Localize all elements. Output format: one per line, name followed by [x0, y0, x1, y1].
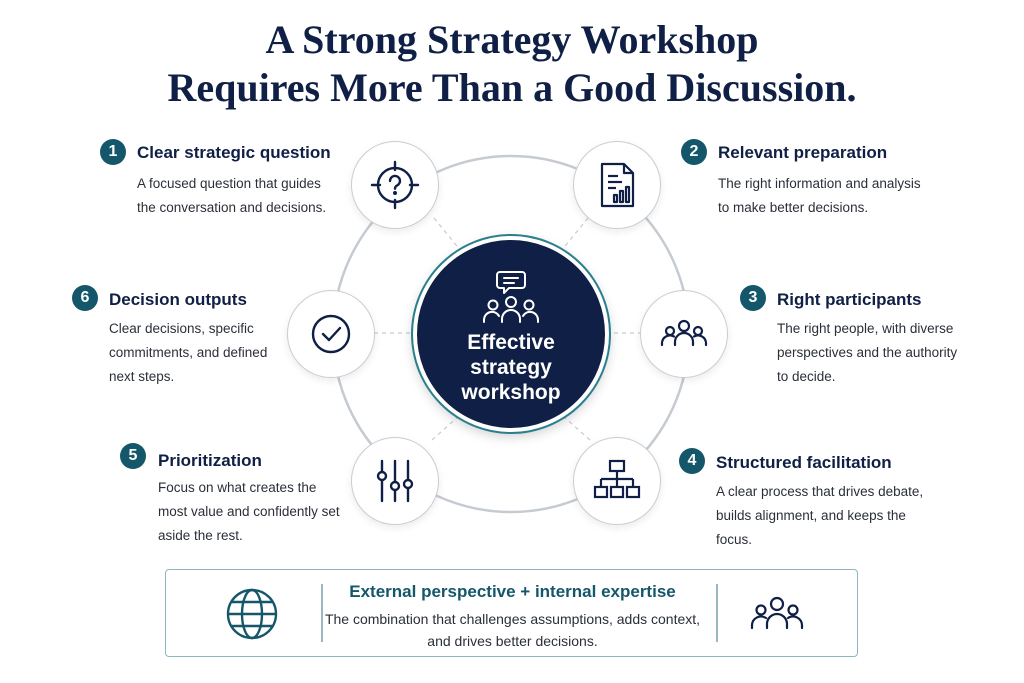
item-number-badge: 3 [740, 285, 766, 311]
check-circle-icon [311, 314, 351, 354]
item-description: A focused question that guides the conve… [137, 176, 327, 215]
target-question-icon [370, 160, 420, 210]
center-node: Effective strategy workshop [413, 236, 609, 432]
item-description: Focus on what creates the most value and… [158, 480, 340, 543]
node-right-participants [640, 290, 728, 378]
people-group-icon [660, 319, 708, 347]
item-number-badge: 5 [120, 443, 146, 469]
people-group-icon [750, 596, 804, 630]
page-title-line-1: A Strong Strategy Workshop [265, 17, 759, 62]
document-chart-icon [600, 162, 635, 208]
node-clear-strategic-question [351, 141, 439, 229]
item-number-badge: 6 [72, 285, 98, 311]
node-prioritization [351, 437, 439, 525]
item-title: Structured facilitation [716, 453, 892, 472]
item-title: Prioritization [158, 451, 262, 470]
node-decision-outputs [287, 290, 375, 378]
item-number-badge: 4 [679, 448, 705, 474]
sliders-icon [376, 459, 414, 503]
org-chart-icon [593, 459, 641, 499]
item-number-badge: 2 [681, 139, 707, 165]
item-description: The right information and analysis to ma… [718, 176, 921, 215]
item-title: Clear strategic question [137, 143, 331, 162]
item-description: A clear process that drives debate, buil… [716, 484, 924, 547]
globe-icon [226, 588, 278, 640]
divider [321, 584, 323, 642]
bottom-panel: External perspective + internal expertis… [165, 569, 858, 657]
center-label: Effective strategy workshop [461, 330, 561, 404]
item-title: Right participants [777, 290, 922, 309]
item-description: Clear decisions, specific commitments, a… [109, 321, 268, 384]
divider [716, 584, 718, 642]
item-title: Decision outputs [109, 290, 247, 309]
bottom-description: The combination that challenges assumpti… [324, 611, 701, 649]
presentation-group-icon [482, 270, 540, 323]
item-title: Relevant preparation [718, 143, 888, 162]
node-relevant-preparation [573, 141, 661, 229]
bottom-title: External perspective + internal expertis… [349, 582, 676, 601]
page-title-line-2: Requires More Than a Good Discussion. [167, 65, 857, 110]
item-number-badge: 1 [100, 139, 126, 165]
item-description: The right people, with diverse perspecti… [777, 321, 958, 384]
node-structured-facilitation [573, 437, 661, 525]
